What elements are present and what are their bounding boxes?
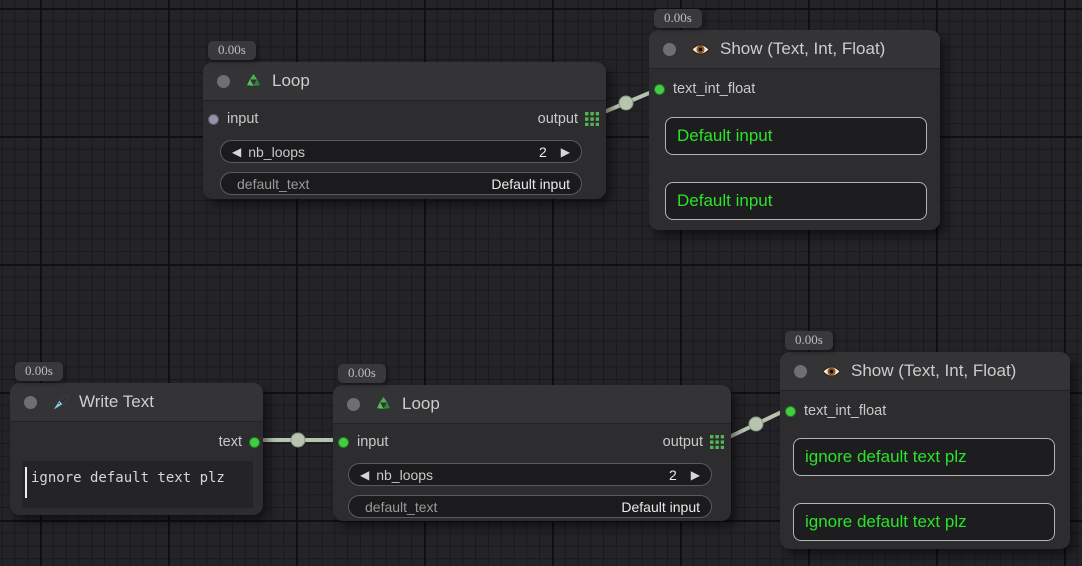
display-box: Default input [665, 182, 927, 220]
stepper-right-arrow-icon[interactable]: ▶ [690, 467, 700, 482]
node-title: Loop [402, 394, 440, 413]
timer-badge: 0.00s [654, 9, 702, 28]
field-value: Default input [491, 175, 570, 192]
node-header[interactable]: Loop [333, 385, 731, 424]
recycle-icon [244, 72, 263, 91]
default-text-field[interactable]: default_text Default input [348, 495, 712, 518]
eye-icon [690, 42, 711, 57]
node-header[interactable]: Show (Text, Int, Float) [780, 352, 1070, 391]
stepper-left-arrow-icon[interactable]: ◀ [360, 467, 370, 482]
status-dot [217, 74, 230, 88]
field-value: Default input [621, 498, 700, 515]
node-header[interactable]: Loop [203, 62, 606, 101]
node-title: Show (Text, Int, Float) [851, 361, 1017, 380]
input-port-label: text_int_float [804, 403, 887, 419]
display-box: ignore default text plz [793, 503, 1055, 541]
timer-badge: 0.00s [338, 364, 386, 383]
input-port[interactable] [338, 436, 349, 448]
stepper-label: nb_loops [248, 143, 306, 160]
input-port[interactable] [654, 83, 665, 95]
input-port-label: input [227, 111, 259, 127]
field-label: default_text [237, 175, 310, 192]
display-box: Default input [665, 117, 927, 155]
output-port[interactable] [249, 436, 260, 448]
eye-icon [821, 364, 842, 379]
field-label: default_text [365, 498, 438, 515]
status-dot [663, 42, 676, 56]
nb-loops-stepper[interactable]: ◀ nb_loops 2 ▶ [220, 140, 582, 163]
nb-loops-stepper[interactable]: ◀ nb_loops 2 ▶ [348, 463, 712, 486]
output-port-label: text [218, 434, 242, 450]
stepper-right-arrow-icon[interactable]: ▶ [560, 144, 570, 159]
display-box: ignore default text plz [793, 438, 1055, 476]
stepper-value: 2 [538, 143, 547, 160]
node-show-top: 0.00s Show (Text, Int, Float) text_int_f… [649, 9, 940, 230]
pen-icon [51, 393, 70, 412]
stepper-left-arrow-icon[interactable]: ◀ [232, 144, 242, 159]
grid-output-icon[interactable] [710, 435, 724, 449]
output-port-label: output [662, 434, 703, 450]
text-input-area[interactable]: ignore default text plz [22, 461, 253, 508]
node-title: Write Text [79, 392, 154, 411]
input-port-label: text_int_float [673, 81, 756, 97]
grid-output-icon[interactable] [585, 112, 599, 126]
node-show-bottom: 0.00s Show (Text, Int, Float) text_int_f… [780, 331, 1070, 549]
status-dot [24, 395, 37, 409]
input-port[interactable] [785, 405, 796, 417]
stepper-value: 2 [668, 466, 677, 483]
timer-badge: 0.00s [785, 331, 833, 350]
node-title: Show (Text, Int, Float) [720, 39, 886, 58]
timer-badge: 0.00s [208, 41, 256, 60]
node-header[interactable]: Write Text [10, 383, 263, 422]
node-write-text: 0.00s Write Text text ignore default tex… [10, 362, 263, 515]
input-port-label: input [357, 434, 389, 450]
status-dot [794, 364, 807, 378]
default-text-field[interactable]: default_text Default input [220, 172, 582, 195]
stepper-label: nb_loops [376, 466, 434, 483]
node-header[interactable]: Show (Text, Int, Float) [649, 30, 940, 69]
timer-badge: 0.00s [15, 362, 63, 381]
node-loop-bottom: 0.00s Loop input output ◀ nb_loops 2 [333, 364, 731, 521]
node-title: Loop [272, 71, 310, 90]
status-dot [347, 397, 360, 411]
input-port[interactable] [208, 113, 219, 125]
node-loop-top: 0.00s Loop input output ◀ nb_loops 2 [203, 41, 606, 199]
text-caret [25, 467, 27, 498]
recycle-icon [374, 395, 393, 414]
output-port-label: output [537, 111, 578, 127]
